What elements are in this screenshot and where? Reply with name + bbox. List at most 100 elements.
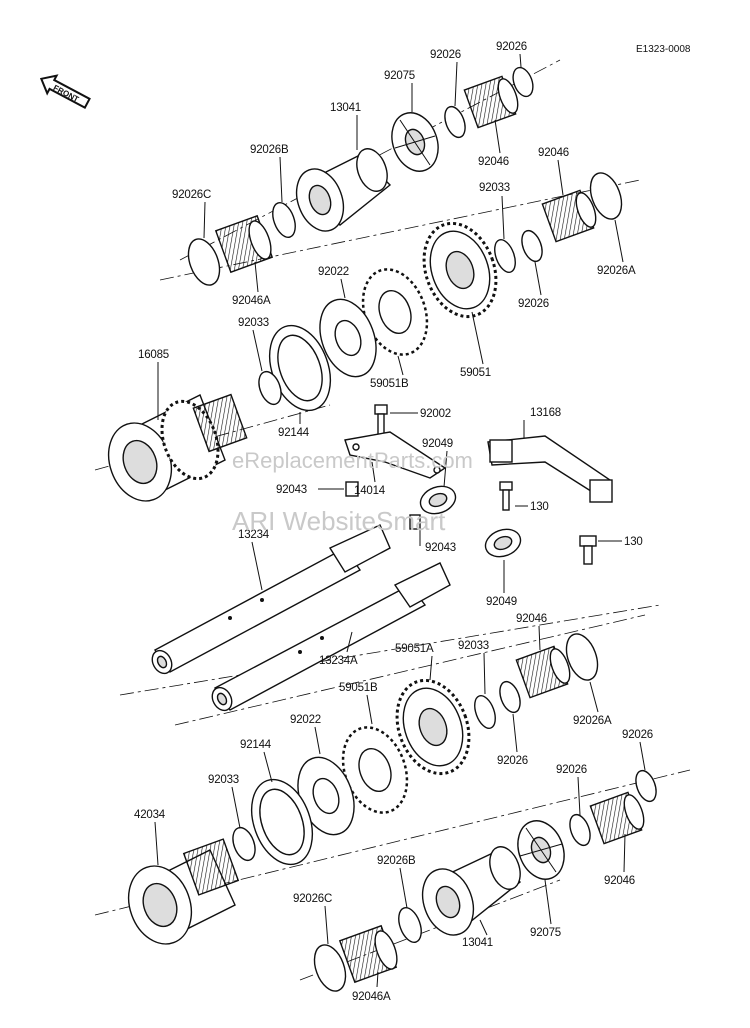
label-92026-lower-right-a: 92026 <box>622 729 653 741</box>
ring-92026b-lower <box>398 907 422 943</box>
damper-92075-lower <box>517 820 565 880</box>
bolt-130-upper <box>499 481 513 511</box>
circlip-92033-lower <box>232 826 256 862</box>
needle-bearing-92046a-top <box>214 214 274 274</box>
axis-line-shaft-b <box>174 614 646 726</box>
gear-42034 <box>127 838 240 945</box>
axis-line-shaft-1 <box>94 404 331 471</box>
ring-92026-lower-right-a <box>635 769 657 803</box>
washer-92026a-lower <box>565 633 599 681</box>
plate-59051b-lower <box>341 726 409 814</box>
bracket-13168 <box>487 435 613 503</box>
label-92026c-top: 92026C <box>172 189 211 201</box>
label-59051: 59051 <box>460 367 491 379</box>
label-92046-lower: 92046 <box>604 875 635 887</box>
watermark-ari-websitesmart: ARI WebsiteSmart <box>232 506 446 536</box>
label-13234a: 13234A <box>319 655 358 667</box>
washer-92026c-lower <box>313 944 347 992</box>
needle-bearing-92046a-lower <box>338 924 398 984</box>
shaft-13234a <box>211 562 451 712</box>
label-59051a: 59051A <box>395 643 434 655</box>
sleeve-13041-top <box>295 148 392 232</box>
label-92046-right: 92046 <box>538 147 569 159</box>
washer-92144-lower <box>250 778 314 866</box>
label-13168: 13168 <box>530 407 561 419</box>
damper-92075-top <box>391 112 439 172</box>
gear-59051a <box>395 678 471 776</box>
label-92026b-lower: 92026B <box>377 855 416 867</box>
ring-92026b-top <box>272 202 296 238</box>
needle-bearing-92046-mid <box>515 645 571 699</box>
leader-lines <box>154 53 646 988</box>
oil-seal-92049-upper <box>419 485 457 515</box>
label-92026a-lower: 92026A <box>573 715 612 727</box>
washer-92026a-top <box>589 172 623 220</box>
label-13041-top: 13041 <box>330 102 361 114</box>
label-92043-mid: 92043 <box>425 542 456 554</box>
circlip-92033-right <box>494 239 516 273</box>
gear-16085 <box>107 393 248 502</box>
label-14014: 14014 <box>354 485 386 497</box>
label-92144-top: 92144 <box>278 427 310 439</box>
plate-92022-top <box>319 298 377 378</box>
label-130-lower: 130 <box>624 536 643 548</box>
label-92022-top: 92022 <box>318 266 349 278</box>
ring-92026-top-a <box>512 66 534 98</box>
bolt-130-lower <box>579 535 597 565</box>
label-92049-upper: 92049 <box>422 438 453 450</box>
label-92026-lower-right-b: 92026 <box>556 764 587 776</box>
label-92026-mid: 92026 <box>497 755 528 767</box>
label-92075-top: 92075 <box>384 70 415 82</box>
label-92026b-top: 92026B <box>250 144 289 156</box>
label-92043-left: 92043 <box>276 484 307 496</box>
ring-92026-top-b <box>444 105 466 139</box>
diagram-code: E1323-0008 <box>636 44 691 55</box>
label-92026-b: 92026 <box>496 41 527 53</box>
plate-59051b-top <box>361 268 429 356</box>
needle-bearing-92046-right <box>541 189 597 243</box>
axis-line-shaft-a <box>119 604 661 696</box>
front-arrow-icon: FRONT <box>39 74 91 110</box>
label-92033-mid: 92033 <box>458 640 489 652</box>
label-92002: 92002 <box>420 408 451 420</box>
dowel-92043-left <box>345 481 359 497</box>
bracket-14014 <box>344 431 447 479</box>
label-92026-right: 92026 <box>518 298 549 310</box>
label-92033-top: 92033 <box>238 317 269 329</box>
oil-seal-92049-lower <box>484 528 522 558</box>
washer-92144-top <box>268 324 332 412</box>
gear-59051 <box>422 221 498 319</box>
label-92046-top: 92046 <box>478 156 509 168</box>
sleeve-13041-lower <box>421 846 521 936</box>
circlip-92033-top <box>258 370 282 406</box>
shaft-13234 <box>151 524 391 675</box>
label-92046-mid: 92046 <box>516 613 547 625</box>
label-92046a-lower: 92046A <box>352 991 391 1003</box>
label-92144-lower: 92144 <box>240 739 272 751</box>
label-92026a-top: 92026A <box>597 265 636 277</box>
label-13041-lower: 13041 <box>462 937 493 949</box>
label-92075-lower: 92075 <box>530 927 561 939</box>
label-92022-lower: 92022 <box>290 714 321 726</box>
ring-92026-right <box>521 229 543 263</box>
label-92049-lower: 92049 <box>486 596 517 608</box>
circlip-92033-mid <box>474 695 496 729</box>
ring-92026-lower-right-b <box>569 813 591 847</box>
bolt-92002 <box>374 404 388 437</box>
needle-bearing-92046-lower <box>589 791 645 845</box>
label-92033-right: 92033 <box>479 182 510 194</box>
needle-bearing-92046-top <box>463 75 519 129</box>
label-92046a-top: 92046A <box>232 295 271 307</box>
washer-92026c-top <box>187 238 221 286</box>
label-16085: 16085 <box>138 349 169 361</box>
label-42034: 42034 <box>134 809 166 821</box>
label-59051b-lower: 59051B <box>339 682 378 694</box>
label-13234: 13234 <box>238 529 270 541</box>
axis-line-bottom <box>299 879 561 981</box>
watermark-ereplacementparts: eReplacementParts.com <box>232 448 473 473</box>
label-92026-a: 92026 <box>430 49 461 61</box>
plate-92022-lower <box>297 756 355 836</box>
label-92026c-lower: 92026C <box>293 893 332 905</box>
label-59051b-top: 59051B <box>370 378 409 390</box>
